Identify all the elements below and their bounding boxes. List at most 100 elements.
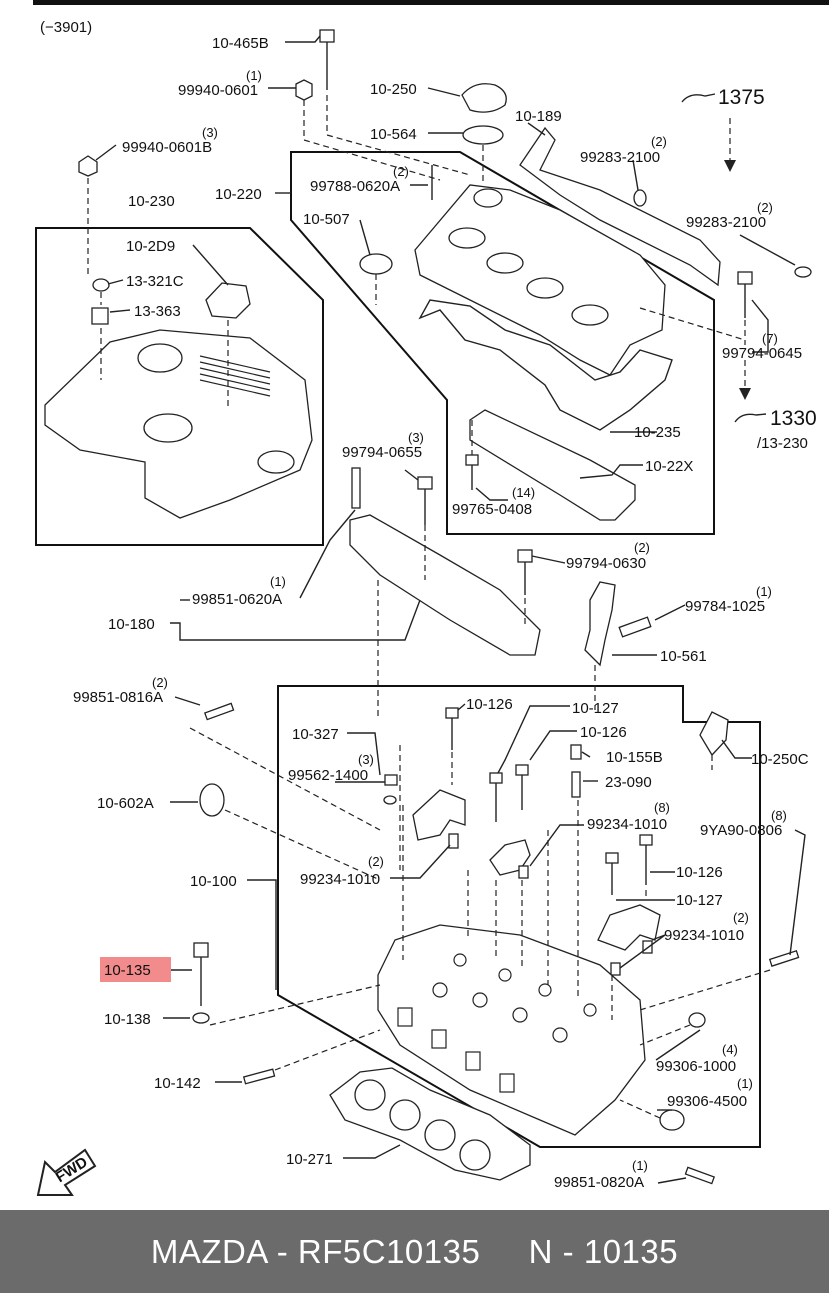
label-qty: (2): [393, 164, 409, 179]
label-10-564: 10-564: [370, 126, 417, 143]
label-10-235: 10-235: [634, 424, 681, 441]
label-10-142: 10-142: [154, 1075, 201, 1092]
label-qty: (7): [762, 331, 778, 346]
part-number-caption: MAZDA - RF5C10135 N - 10135: [150, 1232, 679, 1270]
arrow-down-icon: [724, 160, 736, 172]
part-10-180: [349, 514, 541, 656]
part-99234-1010-b: [518, 865, 529, 879]
label-10-126-c: 10-126: [676, 864, 723, 881]
label-99940-0601B: 99940-0601B: [122, 139, 212, 156]
label-10-2D9: 10-2D9: [126, 238, 175, 255]
label-99794-0630: 99794-0630: [566, 555, 646, 572]
label-99283-2100-b: 99283-2100: [686, 214, 766, 231]
part-99765-0408: [465, 454, 479, 466]
engine-cover-box: [35, 227, 324, 546]
label-10-138: 10-138: [104, 1011, 151, 1028]
part-23-090: [571, 771, 581, 798]
gasket-bores: [354, 1079, 491, 1171]
part-10-126-bolt-a: [445, 707, 459, 719]
label-99306-1000: 99306-1000: [656, 1058, 736, 1075]
engine-cover-ribs: [199, 355, 271, 397]
part-9YA90-0806: [768, 950, 800, 967]
label-13-363: 13-363: [134, 303, 181, 320]
label-99794-0655: 99794-0655: [342, 444, 422, 461]
label-99851-0820A: 99851-0820A: [554, 1174, 644, 1191]
cylinder-head-cover-box: [290, 151, 715, 535]
label-10-126-b: 10-126: [580, 724, 627, 741]
part-10-561: [584, 581, 616, 667]
label-qty: (2): [634, 540, 650, 555]
cam-cap-c: [597, 904, 661, 951]
cylinder-head-box: [277, 685, 761, 1148]
label-10-100: 10-100: [190, 873, 237, 890]
label-10-189: 10-189: [515, 108, 562, 125]
engine-cover-hole-3: [257, 450, 295, 474]
cam-cap-a: [412, 789, 466, 841]
label-10-135: 10-135: [104, 962, 151, 979]
cover-oil-fill: [473, 188, 503, 208]
cover-port-3: [526, 277, 564, 299]
label-qty: (1): [632, 1158, 648, 1173]
label-10-465B: 10-465B: [212, 35, 269, 52]
cover-port-4: [571, 304, 609, 326]
label-99306-4500: 99306-4500: [667, 1093, 747, 1110]
label-10-250C: 10-250C: [751, 751, 809, 768]
cover-port-2: [486, 252, 524, 274]
part-10-250: [461, 83, 507, 113]
label-10-180: 10-180: [108, 616, 155, 633]
label-99234-1010-c: 99234-1010: [664, 927, 744, 944]
label-99784-1025: 99784-1025: [685, 598, 765, 615]
part-99234-1010-a: [448, 833, 459, 849]
label-99562-1400: 99562-1400: [288, 767, 368, 784]
part-99794-0630: [517, 549, 533, 563]
part-99784-1025: [618, 616, 652, 638]
part-99306-1000: [688, 1012, 706, 1028]
label-10-230: 10-230: [128, 193, 175, 210]
part-10-142: [242, 1068, 276, 1085]
highlight-10-135: [100, 957, 171, 982]
label-99940-0601: 99940-0601: [178, 82, 258, 99]
part-10-189: [519, 126, 721, 287]
label-99794-0645: 99794-0645: [722, 345, 802, 362]
leader-lines: [95, 35, 806, 1184]
hose-clamp-2: [794, 266, 812, 278]
part-99851-0620A: [351, 467, 361, 509]
label-10-127-a: 10-127: [572, 700, 619, 717]
label-10-250: 10-250: [370, 81, 417, 98]
label-99234-1010-a: 99234-1010: [587, 816, 667, 833]
label-99765-0408: 99765-0408: [452, 501, 532, 518]
part-99794-0655: [417, 476, 433, 490]
label-10-271: 10-271: [286, 1151, 333, 1168]
part-99851-0820A: [684, 1166, 716, 1185]
label-10-126-a: 10-126: [466, 696, 513, 713]
part-10-127-bolt-a: [489, 772, 503, 784]
label-9YA90-0806: 9YA90-0806: [700, 822, 782, 839]
part-10-564: [462, 125, 504, 145]
label-99234-1010-b: 99234-1010: [300, 871, 380, 888]
label-10-22X: 10-22X: [645, 458, 693, 475]
label-99851-0816A: 99851-0816A: [73, 689, 163, 706]
part-99562-1400: [384, 774, 398, 786]
part-99940-0601B: [78, 155, 98, 177]
top-border: [33, 0, 829, 5]
part-10-135: [193, 942, 209, 958]
part-99851-0816A: [203, 702, 235, 721]
part-10-602A: [199, 783, 225, 817]
label-qty: (1): [246, 68, 262, 83]
label-10-155B: 10-155B: [606, 749, 663, 766]
label-qty: (1): [756, 584, 772, 599]
label-qty: (2): [757, 200, 773, 215]
part-10-507: [359, 253, 393, 275]
label-qty: (8): [654, 800, 670, 815]
label-qty: (3): [358, 752, 374, 767]
label-10-602A: 10-602A: [97, 795, 154, 812]
part-10-2D9: [205, 282, 251, 319]
breather-hose-inner: [643, 178, 808, 271]
label-qty: (1): [270, 574, 286, 589]
part-10-126-bolt-c: [605, 852, 619, 864]
label-qty: (8): [771, 808, 787, 823]
label-qty: (2): [152, 675, 168, 690]
part-13-321C: [92, 278, 110, 292]
label-10-561: 10-561: [660, 648, 707, 665]
label-qty: (3): [202, 125, 218, 140]
